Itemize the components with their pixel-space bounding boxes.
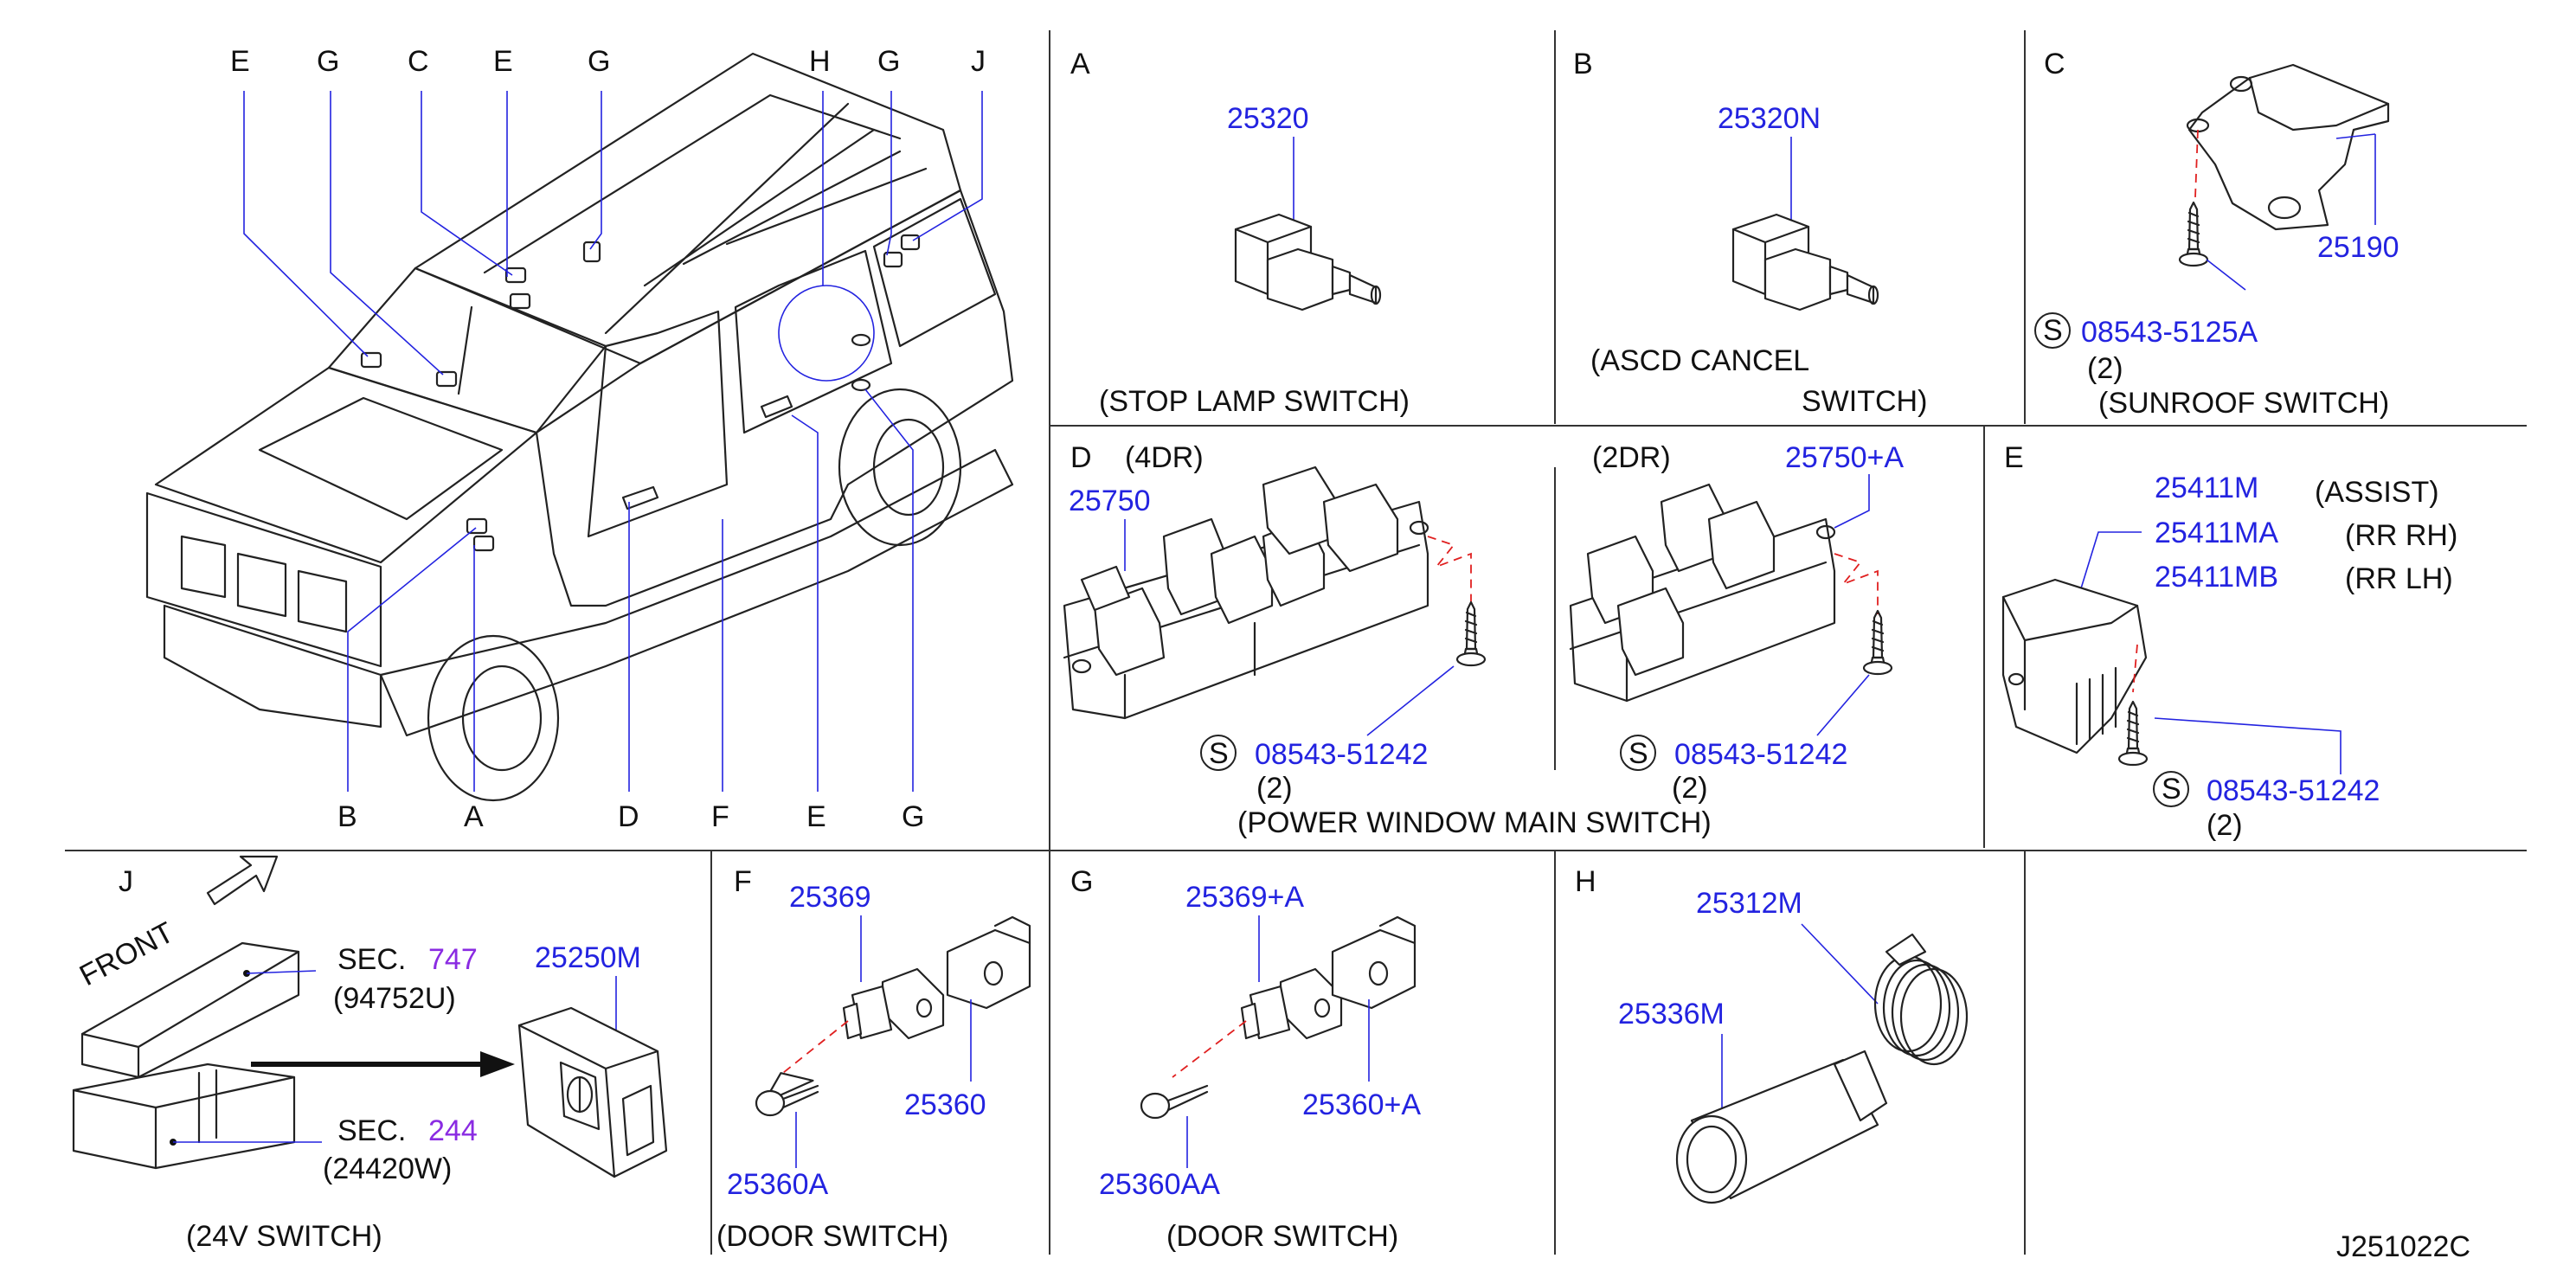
part-number-25360AA: 25360AA <box>1099 1168 1220 1201</box>
panel-b-ascd-cancel-switch: B 25320N (ASCD CANCEL SWITCH) <box>1573 48 1927 418</box>
part-number-25250M: 25250M <box>535 941 641 974</box>
panel-h-socket: H 25312M 25336M <box>1575 865 1969 1204</box>
callout-top-7: G <box>877 45 900 78</box>
part-number-25369: 25369 <box>789 881 871 914</box>
part-number-25750: 25750 <box>1069 485 1151 517</box>
vehicle-illustration <box>145 52 1014 802</box>
panel-letter-d: D <box>1070 441 1092 474</box>
screw-part-e: 08543-51242 <box>2207 774 2380 807</box>
part-number-25190: 25190 <box>2317 231 2399 264</box>
callout-top-5: G <box>588 45 610 78</box>
callout-bottom-5: E <box>806 800 826 833</box>
vehicle-top-callouts: E G C E G H G J <box>230 45 986 78</box>
panel-letter-a: A <box>1070 48 1090 80</box>
panel-e-assist-switch: E 25411M (ASSIST) 25411MA (RR RH) 25411M… <box>2001 441 2457 842</box>
panel-g-door-switch: G 25369+A 25360+A 25360AA (DOOR SWITCH) <box>1070 865 1421 1253</box>
sec-747-number: 747 <box>428 943 478 976</box>
panel-letter-f: F <box>734 865 752 898</box>
part-number-25360A: 25360A <box>727 1168 829 1201</box>
part-desc-rr-lh: (RR LH) <box>2345 562 2453 595</box>
callout-top-6: H <box>809 45 831 78</box>
callout-top-1: E <box>230 45 250 78</box>
vehicle-bottom-callouts: B A D F E G <box>337 800 924 833</box>
screw-part-d1: 08543-51242 <box>1255 738 1428 771</box>
callout-bottom-2: A <box>464 800 484 833</box>
part-number-25411MB: 25411MB <box>2155 561 2278 594</box>
panel-letter-h: H <box>1575 865 1596 898</box>
part-number-25312M: 25312M <box>1696 887 1802 920</box>
part-number-25411MA: 25411MA <box>2155 517 2278 549</box>
panel-letter-e: E <box>2004 441 2024 474</box>
sec-244-part: (24420W) <box>323 1152 452 1185</box>
panel-letter-j: J <box>119 865 133 898</box>
panel-f-door-switch: F 25369 25360 25360A (DOOR SWITCH) <box>716 865 1031 1253</box>
caption-sunroof-switch: (SUNROOF SWITCH) <box>2098 387 2389 420</box>
callout-bottom-6: G <box>902 800 924 833</box>
callout-top-3: C <box>408 45 429 78</box>
part-number-25369-A: 25369+A <box>1185 881 1304 914</box>
panel-c-sunroof-switch: C 25190 S 08543-5125A (2) (SUNROOF SWITC… <box>2034 48 2399 420</box>
panel-grid <box>65 30 2527 1255</box>
diagram-code: J251022C <box>2336 1230 2470 1263</box>
s-mark-d1: S <box>1209 737 1229 770</box>
front-label: FRONT <box>74 916 179 993</box>
callout-bottom-1: B <box>337 800 357 833</box>
part-number-25320: 25320 <box>1227 102 1309 135</box>
screw-qty-d2: (2) <box>1672 772 1708 805</box>
panel-a-stop-lamp-switch: A 25320 (STOP LAMP SWITCH) <box>1070 48 1410 418</box>
part-number-25750-A: 25750+A <box>1785 441 1904 474</box>
part-number-25411M: 25411M <box>2155 472 2258 504</box>
panel-letter-c: C <box>2044 48 2065 80</box>
part-desc-assist: (ASSIST) <box>2315 476 2439 509</box>
variant-4dr: (4DR) <box>1125 441 1204 474</box>
variant-2dr: (2DR) <box>1592 441 1671 474</box>
part-number-25360: 25360 <box>904 1088 986 1121</box>
caption-power-window-main-switch: (POWER WINDOW MAIN SWITCH) <box>1237 806 1712 839</box>
callout-top-4: E <box>493 45 513 78</box>
part-number-25360-A: 25360+A <box>1302 1088 1421 1121</box>
callout-top-8: J <box>971 45 986 78</box>
panel-d-power-window-main-switch: D (4DR) (2DR) 25750 25750+A S 08543-5124… <box>1063 441 1904 839</box>
panel-letter-g: G <box>1070 865 1093 898</box>
screw-part-08543-5125A: 08543-5125A <box>2081 316 2258 349</box>
caption-24v-switch: (24V SWITCH) <box>186 1220 382 1253</box>
callout-bottom-4: F <box>711 800 729 833</box>
sec-244-number: 244 <box>428 1114 478 1147</box>
s-mark-e: S <box>2162 773 2181 806</box>
panel-j-24v-switch: J FRONT SEC. 747 (94752U) SEC. 244 (2442… <box>72 855 668 1253</box>
callout-bottom-3: D <box>618 800 639 833</box>
caption-ascd-cancel-line2: SWITCH) <box>1802 385 1927 418</box>
screw-qty-c: (2) <box>2087 352 2123 385</box>
screw-part-d2: 08543-51242 <box>1674 738 1847 771</box>
part-number-25336M: 25336M <box>1618 998 1725 1030</box>
s-mark-c: S <box>2043 314 2063 347</box>
sec-244-prefix: SEC. <box>337 1114 406 1147</box>
caption-ascd-cancel-line1: (ASCD CANCEL <box>1590 344 1809 377</box>
screw-qty-d1: (2) <box>1256 772 1293 805</box>
sec-747-prefix: SEC. <box>337 943 406 976</box>
caption-stop-lamp-switch: (STOP LAMP SWITCH) <box>1099 385 1410 418</box>
sec-747-part: (94752U) <box>333 982 456 1015</box>
screw-qty-e: (2) <box>2207 809 2243 842</box>
panel-letter-b: B <box>1573 48 1593 80</box>
callout-top-2: G <box>317 45 339 78</box>
part-number-25320N: 25320N <box>1718 102 1821 135</box>
caption-door-switch-f: (DOOR SWITCH) <box>716 1220 948 1253</box>
s-mark-d2: S <box>1628 737 1648 770</box>
caption-door-switch-g: (DOOR SWITCH) <box>1166 1220 1398 1253</box>
part-desc-rr-rh: (RR RH) <box>2345 519 2457 552</box>
